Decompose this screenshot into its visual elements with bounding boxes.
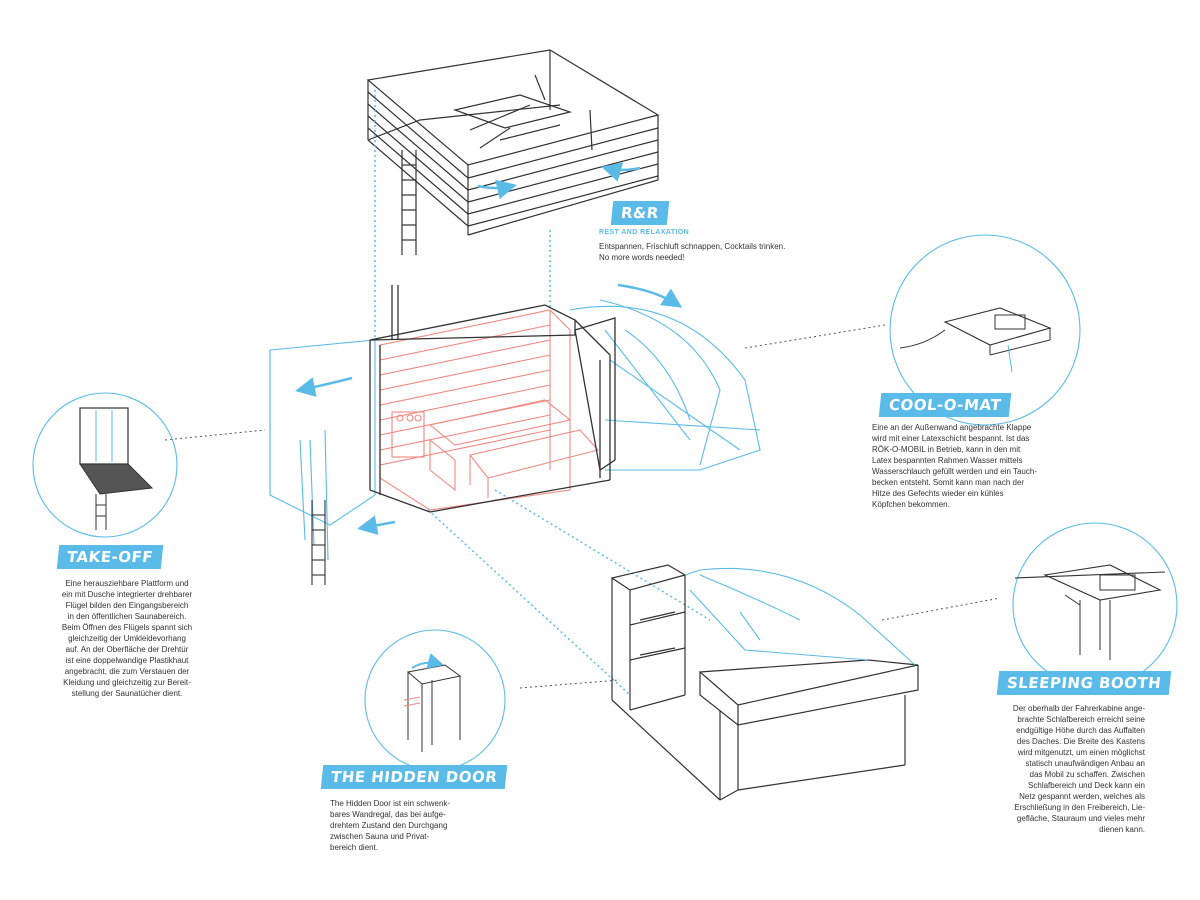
rr-description: Entspannen, Frischluft schnappen, Cockta… xyxy=(599,242,786,262)
rr-label: R&R xyxy=(610,201,669,225)
take-off-label: TAKE-OFF xyxy=(56,545,164,569)
sleeping-booth-label: SLEEPING BOOTH xyxy=(996,671,1172,695)
rr-subtitle: REST AND RELAXATION xyxy=(599,229,690,236)
cool-o-mat-description: Eine an der Außenwand angebrachte Klappe… xyxy=(872,423,1037,509)
hidden-door-label: THE HIDDEN DOOR xyxy=(320,765,508,789)
sleeping-booth-description: Der oberhalb der Fahrerkabine ange- brac… xyxy=(1012,704,1145,834)
take-off-description: Eine herausziehbare Plattform und ein mi… xyxy=(61,579,193,698)
cool-o-mat-label: COOL-O-MAT xyxy=(878,393,1012,417)
private-unit-drawing xyxy=(610,564,919,801)
cool-o-mat-detail-circle xyxy=(889,234,1081,426)
sauna-drawing xyxy=(379,309,600,511)
take-off-detail-circle xyxy=(32,392,178,538)
mobile-shell-drawing xyxy=(269,299,761,561)
hidden-door-description: The Hidden Door ist ein schwenk- bares W… xyxy=(330,799,451,852)
hidden-door-detail-circle xyxy=(364,629,506,771)
sleeping-booth-detail-circle xyxy=(1012,522,1178,688)
